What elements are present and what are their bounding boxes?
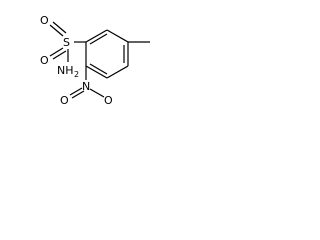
nitro-group: N O O <box>60 66 113 107</box>
n-o-single-bond <box>89 88 105 98</box>
ring-double-bond-c5-c6 <box>89 63 108 75</box>
oxygen-atom-label-bottom: O <box>40 54 49 67</box>
ring-bond-c5-c6 <box>85 65 108 79</box>
sulfur-atom-label: S <box>63 36 70 49</box>
sulfonamide-group: S O O NH 2 <box>40 14 86 79</box>
s-o-double-bond-top-b <box>52 21 67 34</box>
n-o-double-bond-b <box>71 90 85 99</box>
n-o-double-bond-a <box>69 87 83 96</box>
oxygen-atom-label-top: O <box>40 14 49 27</box>
nitro-oxygen-label-left: O <box>60 94 69 107</box>
nitro-oxygen-label-right: O <box>104 94 113 107</box>
nitro-nitrogen-label: N <box>82 80 90 93</box>
chemical-structure-diagram: S O O NH 2 N O O <box>40 14 150 107</box>
ring-bond-c4-c5 <box>106 65 129 79</box>
ring-bond-c1-c2 <box>85 29 108 43</box>
amine-subscript: 2 <box>74 70 79 79</box>
ring-bond-c2-c3 <box>106 29 129 43</box>
s-o-double-bond-bottom-b <box>52 50 67 60</box>
s-o-double-bond-top-a <box>49 24 64 37</box>
ring-double-bond-c1-c2 <box>89 33 108 45</box>
amine-nitrogen-label: NH <box>57 64 74 77</box>
benzene-ring <box>85 29 129 79</box>
s-o-double-bond-bottom-a <box>49 47 64 57</box>
